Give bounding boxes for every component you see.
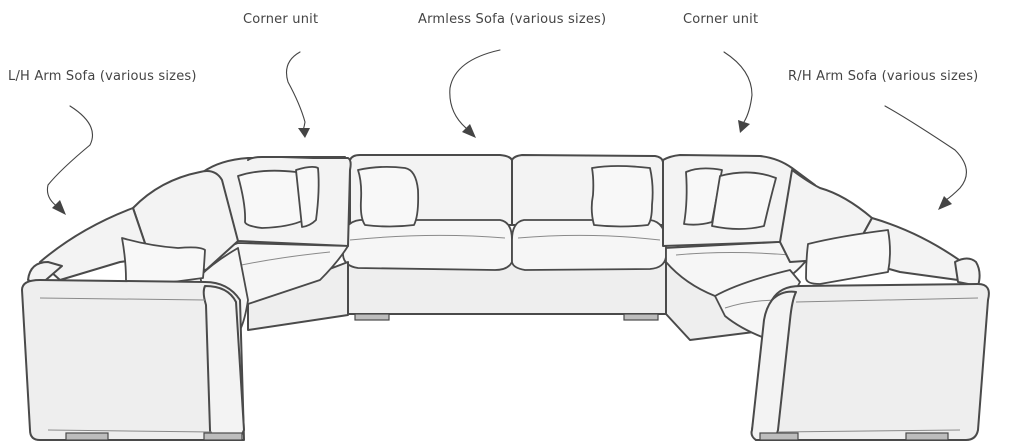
arrow-corner-unit-left [285, 51, 310, 138]
label-rh-arm-sofa: R/H Arm Sofa (various sizes) [788, 69, 979, 84]
label-corner-unit-left: Corner unit [243, 12, 319, 27]
arrow-rh-arm-sofa [884, 105, 967, 210]
rh-arm-sofa-unit [714, 169, 990, 441]
label-lh-arm-sofa: L/H Arm Sofa (various sizes) [8, 69, 197, 84]
arrow-corner-unit-right [723, 51, 753, 133]
armless-sofa-unit [342, 154, 667, 321]
arrow-armless-sofa [449, 49, 501, 138]
arrow-lh-arm-sofa [46, 105, 94, 215]
label-armless-sofa: Armless Sofa (various sizes) [418, 12, 607, 27]
label-corner-unit-right: Corner unit [683, 12, 759, 27]
lh-arm-sofa-unit [21, 170, 249, 441]
